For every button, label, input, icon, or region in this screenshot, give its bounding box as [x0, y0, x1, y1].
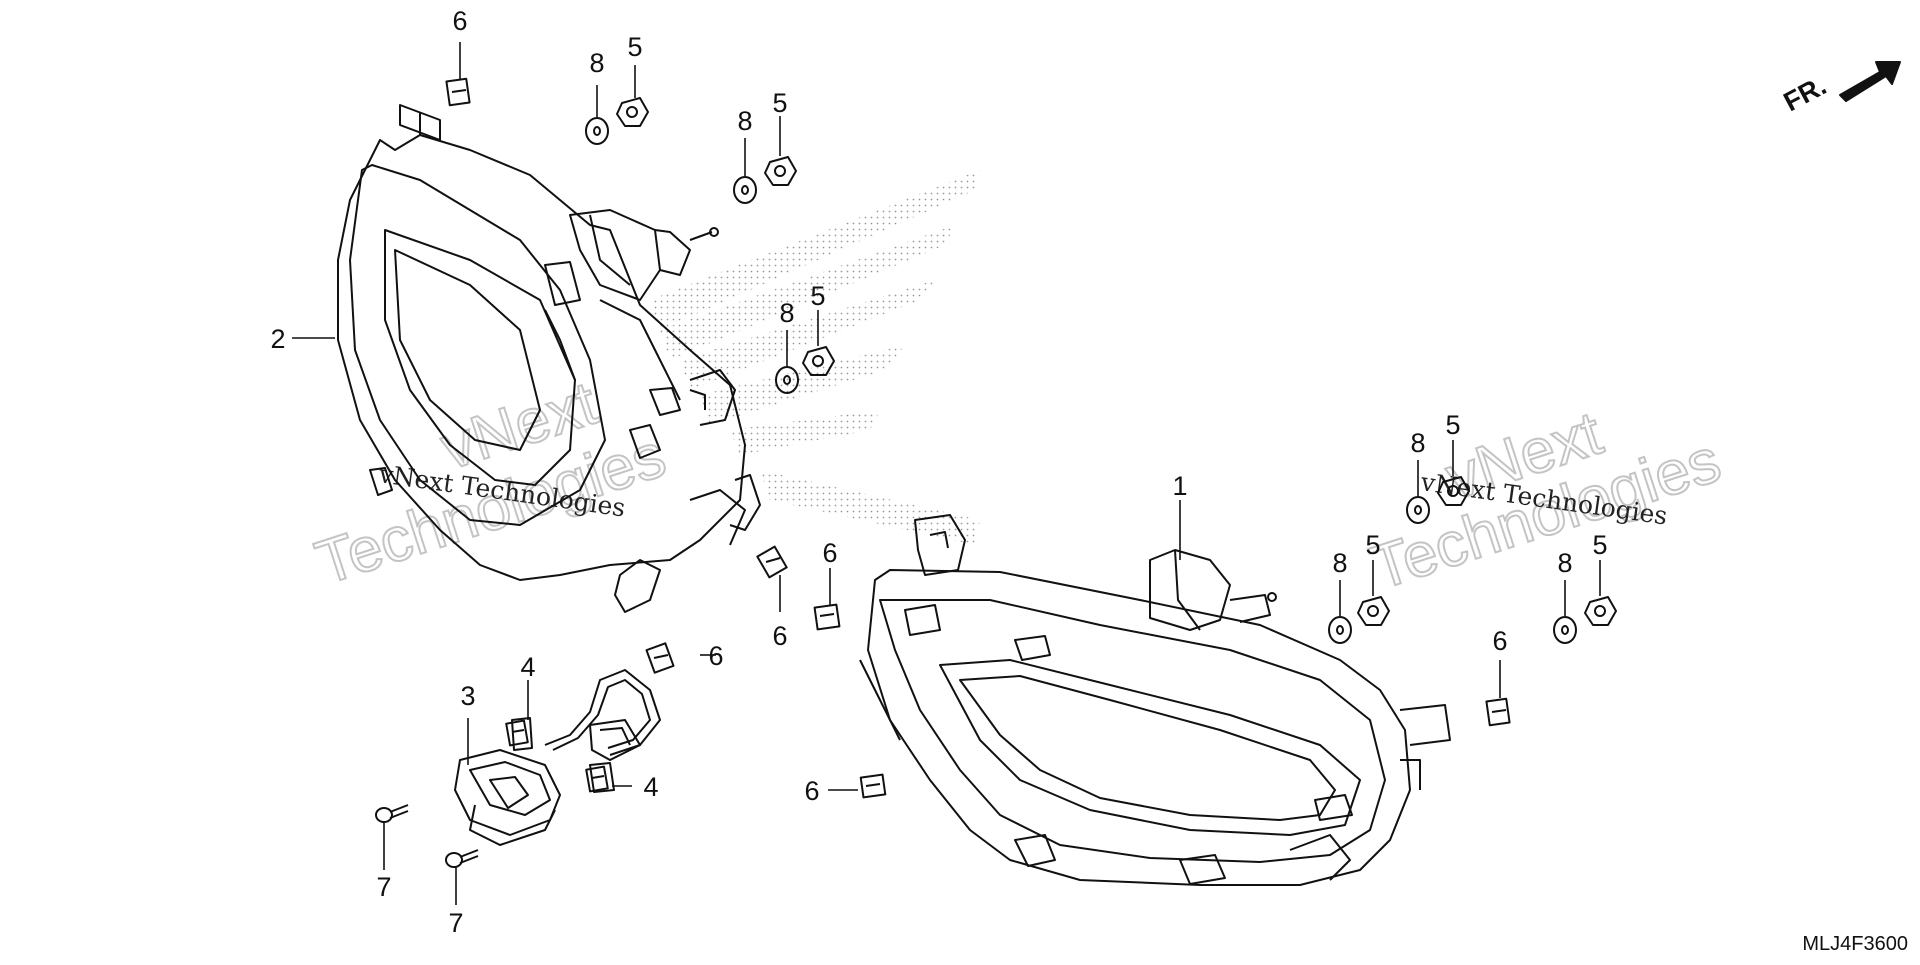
callout-5d: 5 [1445, 410, 1460, 440]
nut-5c [802, 346, 835, 376]
nut-5b [764, 156, 797, 186]
screw-7a [375, 804, 409, 823]
callout-5a: 5 [627, 32, 642, 62]
washer-8a [585, 117, 609, 145]
washer-8b [733, 176, 757, 204]
callout-6f: 6 [1492, 626, 1507, 656]
callout-8c: 8 [779, 298, 794, 328]
nut-5a [616, 97, 649, 127]
nut-5e [1357, 596, 1390, 626]
callout-3: 3 [460, 681, 475, 711]
front-direction-indicator: FR. [1779, 61, 1901, 117]
callout-labels: 2 1 3 4 4 6 6 6 6 6 6 7 7 8 5 8 5 8 5 8 … [270, 6, 1607, 938]
callout-7b: 7 [448, 908, 463, 938]
callout-7a: 7 [376, 872, 391, 902]
callout-6e: 6 [804, 776, 819, 806]
stipple-shading [650, 170, 980, 545]
drawing-code: MLJ4F3600 [1802, 933, 1908, 955]
nut-5f [1584, 596, 1617, 626]
headlight-right-part-1 [859, 514, 1451, 886]
clip-6b [756, 545, 788, 579]
callout-4a: 4 [520, 652, 535, 682]
callout-4b: 4 [643, 772, 658, 802]
callout-5f: 5 [1592, 530, 1607, 560]
callout-1: 1 [1172, 471, 1187, 501]
washer-8f [1553, 616, 1577, 644]
clip-6d [645, 642, 675, 674]
callout-2: 2 [270, 324, 285, 354]
callout-6d: 6 [822, 538, 837, 568]
headlight-left-part-2 [337, 104, 761, 613]
clip-6f [1485, 697, 1511, 727]
callout-8f: 8 [1557, 548, 1572, 578]
clip-4b [585, 765, 609, 793]
callout-5e: 5 [1365, 530, 1380, 560]
callout-8d: 8 [1410, 428, 1425, 458]
callout-8a: 8 [589, 48, 604, 78]
fasteners [375, 77, 1617, 868]
callout-6a: 6 [452, 6, 467, 36]
callout-8b: 8 [737, 106, 752, 136]
clip-6a [445, 77, 471, 107]
callout-5c: 5 [810, 281, 825, 311]
clip-6e [859, 773, 887, 799]
callout-6c: 6 [772, 621, 787, 651]
washer-8e [1328, 616, 1352, 644]
washer-8d [1406, 496, 1430, 524]
screw-7b [445, 849, 479, 868]
callout-5b: 5 [772, 88, 787, 118]
leader-lines [292, 42, 1601, 905]
washer-8c [775, 366, 799, 394]
clip-6c [813, 603, 841, 631]
clip-4a [505, 719, 529, 747]
front-indicator-label: FR. [1779, 70, 1831, 117]
callout-6b: 6 [708, 641, 723, 671]
harness-part-3 [454, 669, 661, 846]
front-arrow-icon [1839, 61, 1901, 102]
callout-8e: 8 [1332, 548, 1347, 578]
nut-5d [1437, 476, 1470, 506]
